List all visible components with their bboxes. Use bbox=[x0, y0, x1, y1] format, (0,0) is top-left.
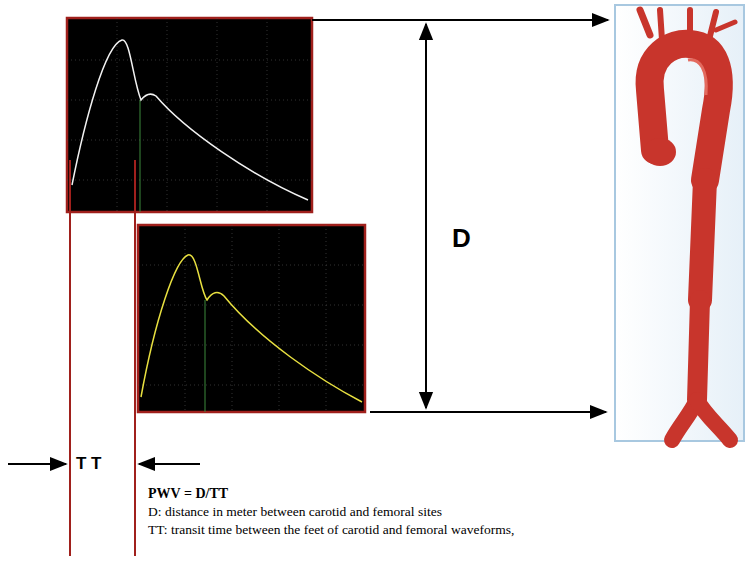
distance-arrow bbox=[425, 24, 427, 408]
femoral-waveform-panel bbox=[138, 225, 365, 412]
tt-arrow bbox=[8, 463, 66, 465]
definition-note: TT: transit time between the feet of car… bbox=[148, 521, 578, 539]
foot-marker-line bbox=[134, 160, 136, 556]
foot-marker-line bbox=[69, 160, 71, 556]
definition-note: D: distance in meter between carotid and… bbox=[148, 503, 442, 521]
formula: PWV = D/TT bbox=[148, 485, 228, 503]
site-arrow bbox=[312, 19, 608, 21]
distance-label: D bbox=[452, 222, 471, 256]
carotid-waveform-panel bbox=[67, 18, 312, 212]
transit-time-label: T T bbox=[76, 453, 102, 475]
tt-arrow bbox=[139, 463, 200, 465]
site-arrow bbox=[370, 411, 606, 413]
aorta-illustration bbox=[615, 5, 744, 441]
